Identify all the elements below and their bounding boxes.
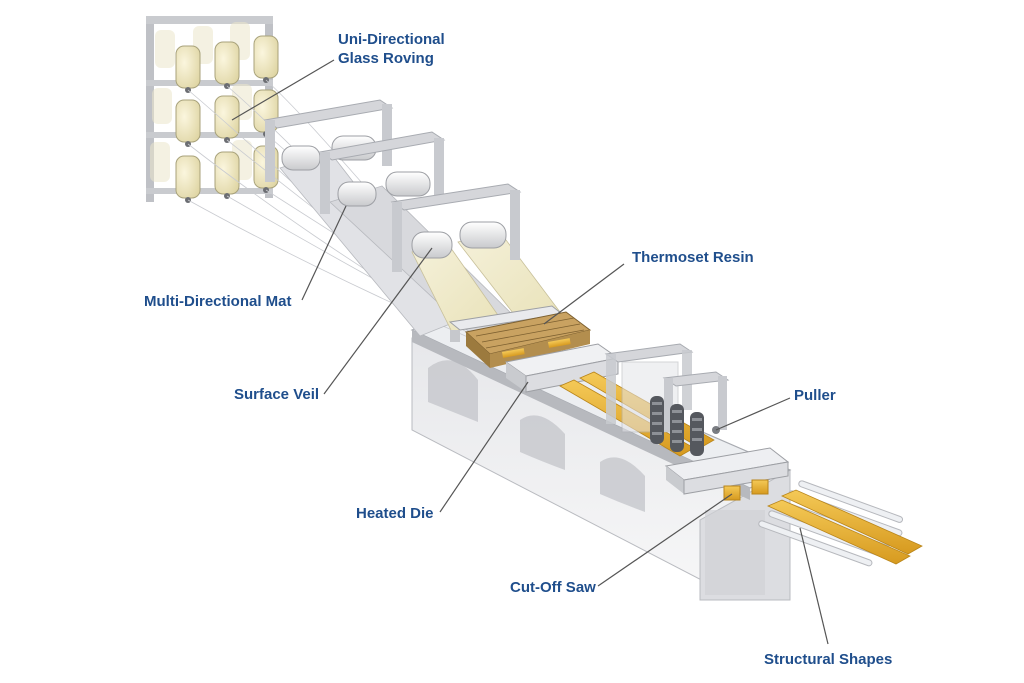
puller bbox=[604, 343, 730, 456]
leader-puller bbox=[715, 397, 791, 431]
leader-thermoset-resin bbox=[543, 263, 625, 325]
label-thermoset-resin: Thermoset Resin bbox=[632, 249, 754, 266]
leader-multi-directional-mat bbox=[301, 205, 347, 301]
label-cut-off-saw: Cut-Off Saw bbox=[510, 579, 596, 596]
leader-uni-directional bbox=[231, 59, 335, 121]
label-surface-veil: Surface Veil bbox=[234, 386, 320, 403]
veil-guide-frame bbox=[390, 183, 522, 272]
label-structural-shapes: Structural Shapes bbox=[764, 651, 893, 668]
label-puller: Puller bbox=[794, 387, 836, 404]
mat-guide-frame-2 bbox=[318, 131, 446, 214]
leader-structural-shapes bbox=[799, 527, 829, 645]
structural-profiles bbox=[767, 489, 923, 565]
label-heated-die: Heated Die bbox=[356, 505, 434, 522]
label-line: Glass Roving bbox=[338, 50, 434, 67]
leader-lines bbox=[231, 59, 829, 645]
label-uni-directional-glass-roving: Uni-Directional Glass Roving bbox=[338, 30, 445, 68]
leader-cut-off-saw bbox=[597, 493, 733, 587]
heated-die bbox=[502, 338, 620, 393]
leader-surface-veil bbox=[323, 247, 433, 395]
label-line: Uni-Directional bbox=[338, 31, 445, 48]
cut-off-saw bbox=[664, 447, 790, 501]
leader-heated-die bbox=[439, 381, 529, 513]
machine-base bbox=[411, 325, 791, 601]
glass-roving-spools bbox=[150, 22, 279, 203]
label-multi-directional-mat: Multi-Directional Mat bbox=[144, 293, 292, 310]
